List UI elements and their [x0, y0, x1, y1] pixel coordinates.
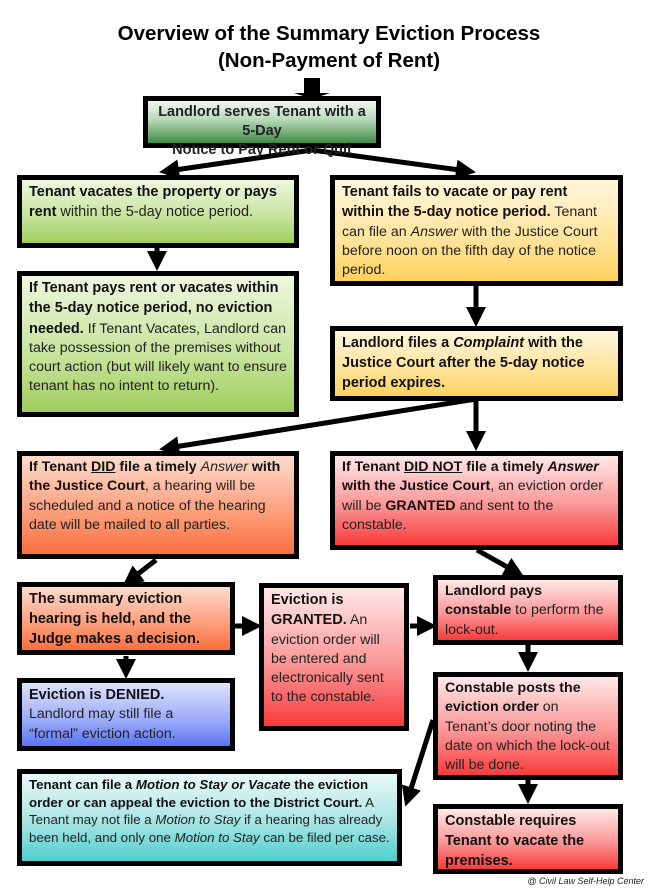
did-not-file-bold-a: If Tenant: [342, 459, 405, 475]
arrow-notice-to-fails: [311, 147, 476, 180]
posts-order-text: on Tenant’s door noting the date on whic…: [445, 699, 610, 774]
box-constable-posts-order: Constable posts the eviction order on Te…: [433, 672, 623, 780]
arrow-posts-to-motion: [401, 719, 436, 807]
box-complaint: Landlord files a Complaint with the Just…: [330, 326, 623, 401]
motion-italic-b: Motion to Stay: [155, 812, 241, 827]
box-eviction-denied: Eviction is DENIED. Landlord may still f…: [17, 678, 235, 751]
did-not-file-text-a: , an eviction order will be: [342, 478, 603, 514]
vacates-text: within the 5-day notice period.: [56, 204, 254, 220]
pays-constable-bold: Landlord pays constable: [445, 583, 542, 619]
arrow-complaint-to-did-file: [159, 396, 477, 457]
fails-italic: Answer: [410, 223, 458, 240]
complaint-italic: Complaint: [453, 335, 525, 351]
page-title-line-1: Overview of the Summary Eviction Process: [117, 22, 541, 45]
did-file-italic: Answer: [200, 459, 248, 475]
box-notice: Landlord serves Tenant with a 5-Day Noti…: [143, 96, 381, 158]
page-title-line-2: (Non-Payment of Rent): [217, 49, 441, 72]
did-not-file-text-b: and sent to the constable.: [342, 497, 554, 533]
motion-text-a: A Tenant may not file a: [29, 794, 374, 828]
did-file-underline: DID: [91, 459, 116, 475]
arrow-title-to-notice: [304, 78, 320, 94]
box-constable-requires-vacate: Constable requires Tenant to vacate the …: [433, 804, 623, 874]
box-tenant-fails: Tenant fails to vacate or pay rent withi…: [330, 175, 623, 286]
motion-bold-a: Tenant can file a: [29, 777, 136, 792]
pays-constable-text: to perform the lock-out.: [445, 602, 604, 638]
box-hearing: The summary eviction hearing is held, an…: [17, 582, 235, 655]
posts-order-bold: Constable posts the eviction order: [445, 680, 581, 716]
notice-line-1: Landlord serves Tenant with a 5-Day: [158, 104, 366, 139]
did-not-file-bold-b: file a timely: [462, 459, 548, 475]
denied-bold: Eviction is DENIED.: [29, 687, 165, 703]
copyright-footer: @ Civil Law Self-Help Center: [527, 876, 644, 886]
did-not-file-italic: Answer: [547, 459, 599, 475]
denied-text: Landlord may still file a “formal” evict…: [29, 706, 176, 742]
granted-bold: Eviction is GRANTED.: [271, 592, 347, 629]
did-file-text: , a hearing will be scheduled and a noti…: [29, 478, 266, 533]
did-not-file-underline: DID NOT: [404, 459, 463, 475]
did-not-file-bold-d: GRANTED: [385, 497, 456, 514]
fails-text-b: with the Justice Court before noon on th…: [342, 223, 598, 279]
fails-text-a: Tenant can file an: [342, 204, 597, 240]
motion-text-b: if a hearing has already been held, and …: [29, 812, 383, 845]
arrow-did-file-to-hearing: [122, 558, 158, 586]
box-did-file-answer: If Tenant DID file a timely Answer with …: [17, 451, 299, 559]
did-file-bold-b: file a timely: [115, 459, 201, 475]
granted-text: An eviction order will be entered and el…: [271, 612, 384, 706]
did-file-bold-a: If Tenant: [29, 459, 92, 475]
motion-italic-a: Motion to Stay or Vacate: [135, 777, 291, 792]
box-motion-to-stay: Tenant can file a Motion to Stay or Vaca…: [17, 769, 402, 866]
box-did-not-file-answer: If Tenant DID NOT file a timely Answer w…: [330, 451, 623, 550]
complaint-bold-b: with the Justice Court after the 5-day n…: [342, 335, 585, 391]
box-eviction-granted: Eviction is GRANTED. An eviction order w…: [259, 583, 409, 731]
complaint-bold-a: Landlord files a: [342, 335, 454, 351]
motion-text-c: can be filed per case.: [259, 829, 390, 845]
no-eviction-text: If Tenant Vacates, Landlord can take pos…: [29, 320, 287, 395]
box-no-eviction: If Tenant pays rent or vacates within th…: [17, 271, 299, 417]
arrow-did-not-file-to-pays-constable: [475, 547, 524, 577]
box-landlord-pays-constable: Landlord pays constable to perform the l…: [433, 575, 623, 645]
no-eviction-bold: If Tenant pays rent or vacates within th…: [29, 280, 279, 337]
arrow-notice-to-vacates: [159, 147, 313, 180]
vacates-bold: Tenant vacates the property or pays rent: [29, 184, 277, 220]
requires-vacate-bold: Constable requires Tenant to vacate the …: [445, 813, 585, 869]
box-tenant-vacates: Tenant vacates the property or pays rent…: [17, 175, 299, 248]
hearing-bold: The summary eviction hearing is held, an…: [29, 591, 200, 647]
did-file-bold-c: with the Justice Court: [29, 459, 281, 495]
fails-bold: Tenant fails to vacate or pay rent withi…: [342, 184, 568, 221]
did-not-file-bold-c: with the Justice Court: [342, 478, 491, 495]
notice-line-2: Notice to Pay Rent or Quit: [172, 142, 352, 158]
motion-bold-b: the eviction order or can appeal the evi…: [29, 777, 369, 810]
motion-italic-c: Motion to Stay: [174, 829, 260, 845]
